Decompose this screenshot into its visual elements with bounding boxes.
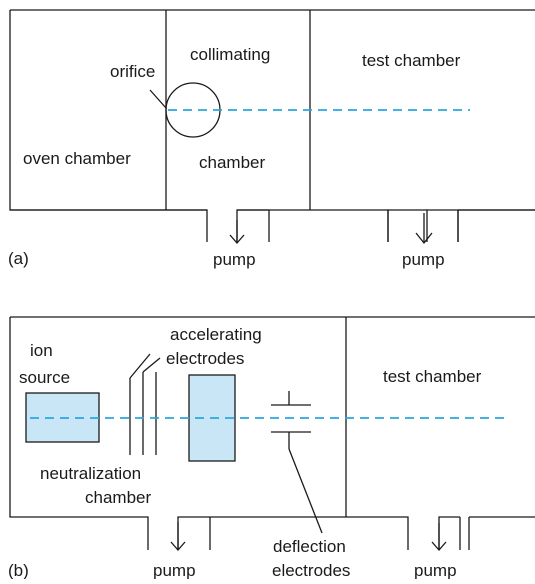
panel-a: orifice collimating chamber oven chamber… — [8, 9, 535, 269]
panel-b-bottom-right — [459, 517, 470, 550]
panel-b-pump-right-label: pump — [414, 561, 457, 579]
ion-source-label: ion — [30, 341, 53, 360]
oven-chamber-label: oven chamber — [23, 149, 131, 168]
panel-a-bottom-wall — [10, 209, 535, 242]
accelerating-electrodes — [129, 372, 157, 455]
panel-a-pump-right-label: pump — [402, 250, 445, 269]
panel-a-pump-right-arrow — [415, 213, 433, 245]
orifice-pointer — [149, 89, 167, 109]
ion-source-label-line2: source — [19, 368, 70, 387]
deflection-label: deflection — [273, 537, 346, 556]
accelerating-pointer-2 — [142, 357, 161, 373]
panel-a-pump-left-label: pump — [213, 250, 256, 269]
deflection-pointer — [288, 448, 323, 534]
accelerating-pointer-1 — [129, 353, 151, 379]
panel-b-label: (b) — [8, 561, 29, 579]
accelerating-label-line2: electrodes — [166, 349, 244, 368]
deflection-electrodes — [271, 391, 311, 449]
panel-a-outer-wall — [9, 9, 535, 242]
panel-a-label: (a) — [8, 249, 29, 268]
panel-a-pump-left-arrow — [229, 220, 245, 244]
neutralization-label: neutralization — [40, 464, 141, 483]
deflection-label-line2: electrodes — [272, 561, 350, 579]
orifice-label: orifice — [110, 62, 155, 81]
accelerating-label: accelerating — [170, 325, 262, 344]
neutralization-label-line2: chamber — [85, 488, 151, 507]
panel-b: ion source accelerating electrodes neutr… — [8, 316, 535, 580]
collimating-label: collimating — [190, 45, 270, 64]
panel-b-pump-left-label: pump — [153, 561, 196, 579]
panel-b-outer-wall — [9, 316, 535, 550]
collimating-label-line2: chamber — [199, 153, 265, 172]
ion-source-box — [25, 392, 100, 443]
panel-b-pump-right-arrow — [431, 523, 447, 551]
panel-a-test-chamber-label: test chamber — [362, 51, 461, 70]
panel-b-test-chamber-label: test chamber — [383, 367, 482, 386]
panel-b-pump-left-arrow — [170, 522, 186, 551]
